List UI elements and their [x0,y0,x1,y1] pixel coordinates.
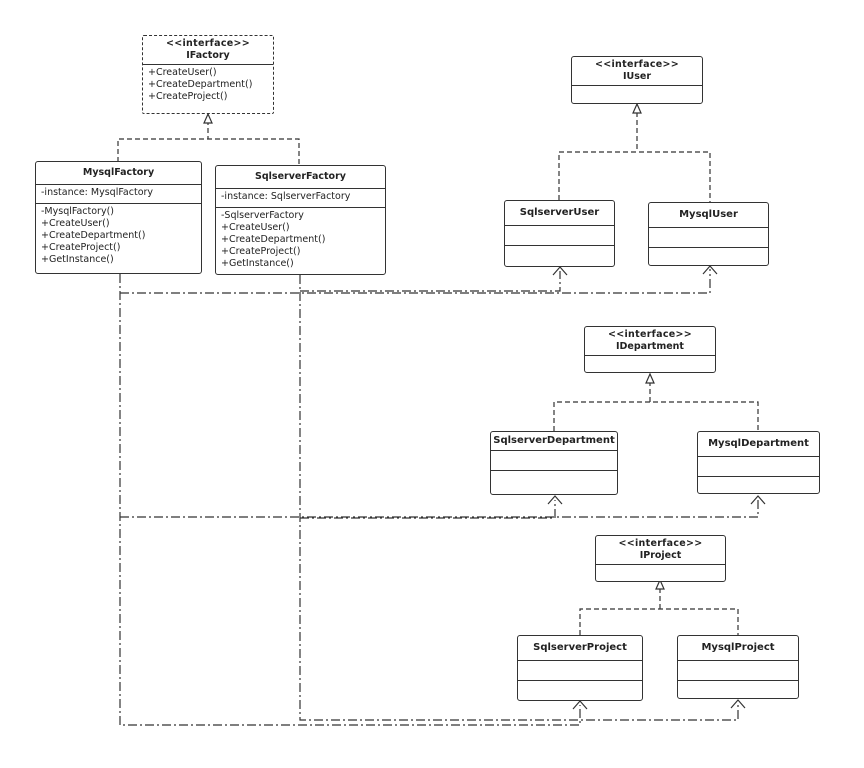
method: -SqlserverFactory [221,210,304,221]
iuser-name: IUser [622,71,652,82]
dependency-arrowhead-mysqlproject [730,699,746,709]
dependency-sqlserverfactory-department [300,500,556,519]
mysqlfactory-class[interactable]: MysqlFactory -instance: MysqlFactory -My… [35,161,202,274]
mysqldepartment-header: MysqlDepartment [698,432,819,457]
mysqlproject-methods [678,681,798,699]
dependency-sqlserverfactory-trunk [299,275,739,721]
method: -MysqlFactory() [41,206,114,217]
idepartment-header: <<interface>> IDepartment [585,327,715,356]
ifactory-name: IFactory [186,50,230,61]
realization-arrowhead-idepartment [645,372,655,384]
mysqlfactory-header: MysqlFactory [36,162,201,185]
method: +CreateDepartment() [41,230,146,241]
method: +CreateDepartment() [221,234,326,245]
ifactory-header: <<interface>> IFactory [143,36,273,65]
iproject-name: IProject [639,550,682,561]
dependency-arrowhead-sqlserverdepartment [547,495,563,505]
iproject-header: <<interface>> IProject [596,536,725,565]
sqlserveruser-header: SqlserverUser [505,201,614,226]
sqlserverproject-methods [518,681,642,699]
realization-arrowhead-iproject [655,578,665,590]
mysqlfactory-methods: -MysqlFactory() +CreateUser() +CreateDep… [36,204,201,268]
mysqldepartment-class[interactable]: MysqlDepartment [697,431,820,494]
sqlserveruser-methods [505,246,614,264]
iuser-stereotype: <<interface>> [594,59,680,70]
realization-line-department [553,381,759,431]
ifactory-methods: +CreateUser() +CreateDepartment() +Creat… [143,65,273,105]
sqlserverfactory-attributes: -instance: SqlserverFactory [216,189,385,208]
dependency-arrowhead-mysqluser [702,265,718,275]
method: +CreateUser() [221,222,290,233]
dependency-arrowhead-sqlserveruser [552,266,568,276]
mysqldepartment-methods [698,477,819,495]
realization-arrowhead-iuser [632,102,642,114]
dependency-sqlserverfactory-user [300,271,561,292]
mysqluser-class[interactable]: MysqlUser [648,202,769,266]
iproject-stereotype: <<interface>> [618,538,703,549]
idepartment-stereotype: <<interface>> [607,329,693,340]
mysqlfactory-name: MysqlFactory [82,167,155,178]
mysqldepartment-attributes [698,457,819,477]
idepartment-name: IDepartment [616,341,684,352]
iuser-body [572,86,702,104]
dependency-mysqlfactory-department [120,500,759,518]
sqlserverdepartment-name: SqlserverDepartment [493,435,615,446]
sqlserverproject-header: SqlserverProject [518,636,642,661]
mysqlproject-attributes [678,661,798,681]
dependency-arrowhead-sqlserverproject [572,700,588,710]
mysqluser-name: MysqlUser [679,209,738,220]
iuser-interface[interactable]: <<interface>> IUser [571,56,703,104]
ifactory-stereotype: <<interface>> [165,38,251,49]
realization-arrowhead-ifactory [203,112,213,124]
method: +GetInstance() [221,258,294,269]
sqlserveruser-name: SqlserverUser [519,207,600,218]
sqlserverdepartment-class[interactable]: SqlserverDepartment [490,431,618,495]
iuser-header: <<interface>> IUser [572,57,702,86]
sqlserverdepartment-header: SqlserverDepartment [491,432,617,451]
mysqlproject-header: MysqlProject [678,636,798,661]
realization-line-project [579,588,739,635]
sqlserverfactory-methods: -SqlserverFactory +CreateUser() +CreateD… [216,208,385,272]
sqlserverdepartment-attributes [491,451,617,471]
sqlserverfactory-header: SqlserverFactory [216,166,385,189]
attribute: -instance: MysqlFactory [41,187,154,198]
sqlserverfactory-name: SqlserverFactory [255,171,346,182]
sqlserverproject-attributes [518,661,642,681]
mysqluser-attributes [649,228,768,248]
idepartment-interface[interactable]: <<interface>> IDepartment [584,326,716,373]
mysqlproject-class[interactable]: MysqlProject [677,635,799,699]
sqlserverdepartment-methods [491,471,617,489]
sqlserverfactory-class[interactable]: SqlserverFactory -instance: SqlserverFac… [215,165,386,275]
dependency-mysqlfactory-trunk [119,274,581,726]
iproject-body [596,565,725,583]
mysqldepartment-name: MysqlDepartment [708,438,809,449]
realization-line-user [558,112,711,202]
mysqluser-header: MysqlUser [649,203,768,228]
attribute: -instance: SqlserverFactory [221,191,351,202]
iproject-interface[interactable]: <<interface>> IProject [595,535,726,582]
sqlserveruser-class[interactable]: SqlserverUser [504,200,615,267]
sqlserverproject-class[interactable]: SqlserverProject [517,635,643,701]
ifactory-interface[interactable]: <<interface>> IFactory +CreateUser() +Cr… [142,35,274,114]
sqlserverproject-name: SqlserverProject [533,642,627,653]
dependency-mysqlfactory-user [120,269,711,294]
method: +CreateDepartment() [148,79,253,90]
method: +CreateProject() [221,246,301,257]
method: +CreateProject() [148,91,228,102]
realization-line-factory [117,120,300,165]
method: +CreateProject() [41,242,121,253]
method: +GetInstance() [41,254,114,265]
sqlserveruser-attributes [505,226,614,246]
mysqluser-methods [649,248,768,266]
mysqlproject-name: MysqlProject [701,642,775,653]
dependency-arrowhead-mysqldepartment [750,495,766,505]
method: +CreateUser() [148,67,217,78]
method: +CreateUser() [41,218,110,229]
idepartment-body [585,356,715,374]
mysqlfactory-attributes: -instance: MysqlFactory [36,185,201,204]
